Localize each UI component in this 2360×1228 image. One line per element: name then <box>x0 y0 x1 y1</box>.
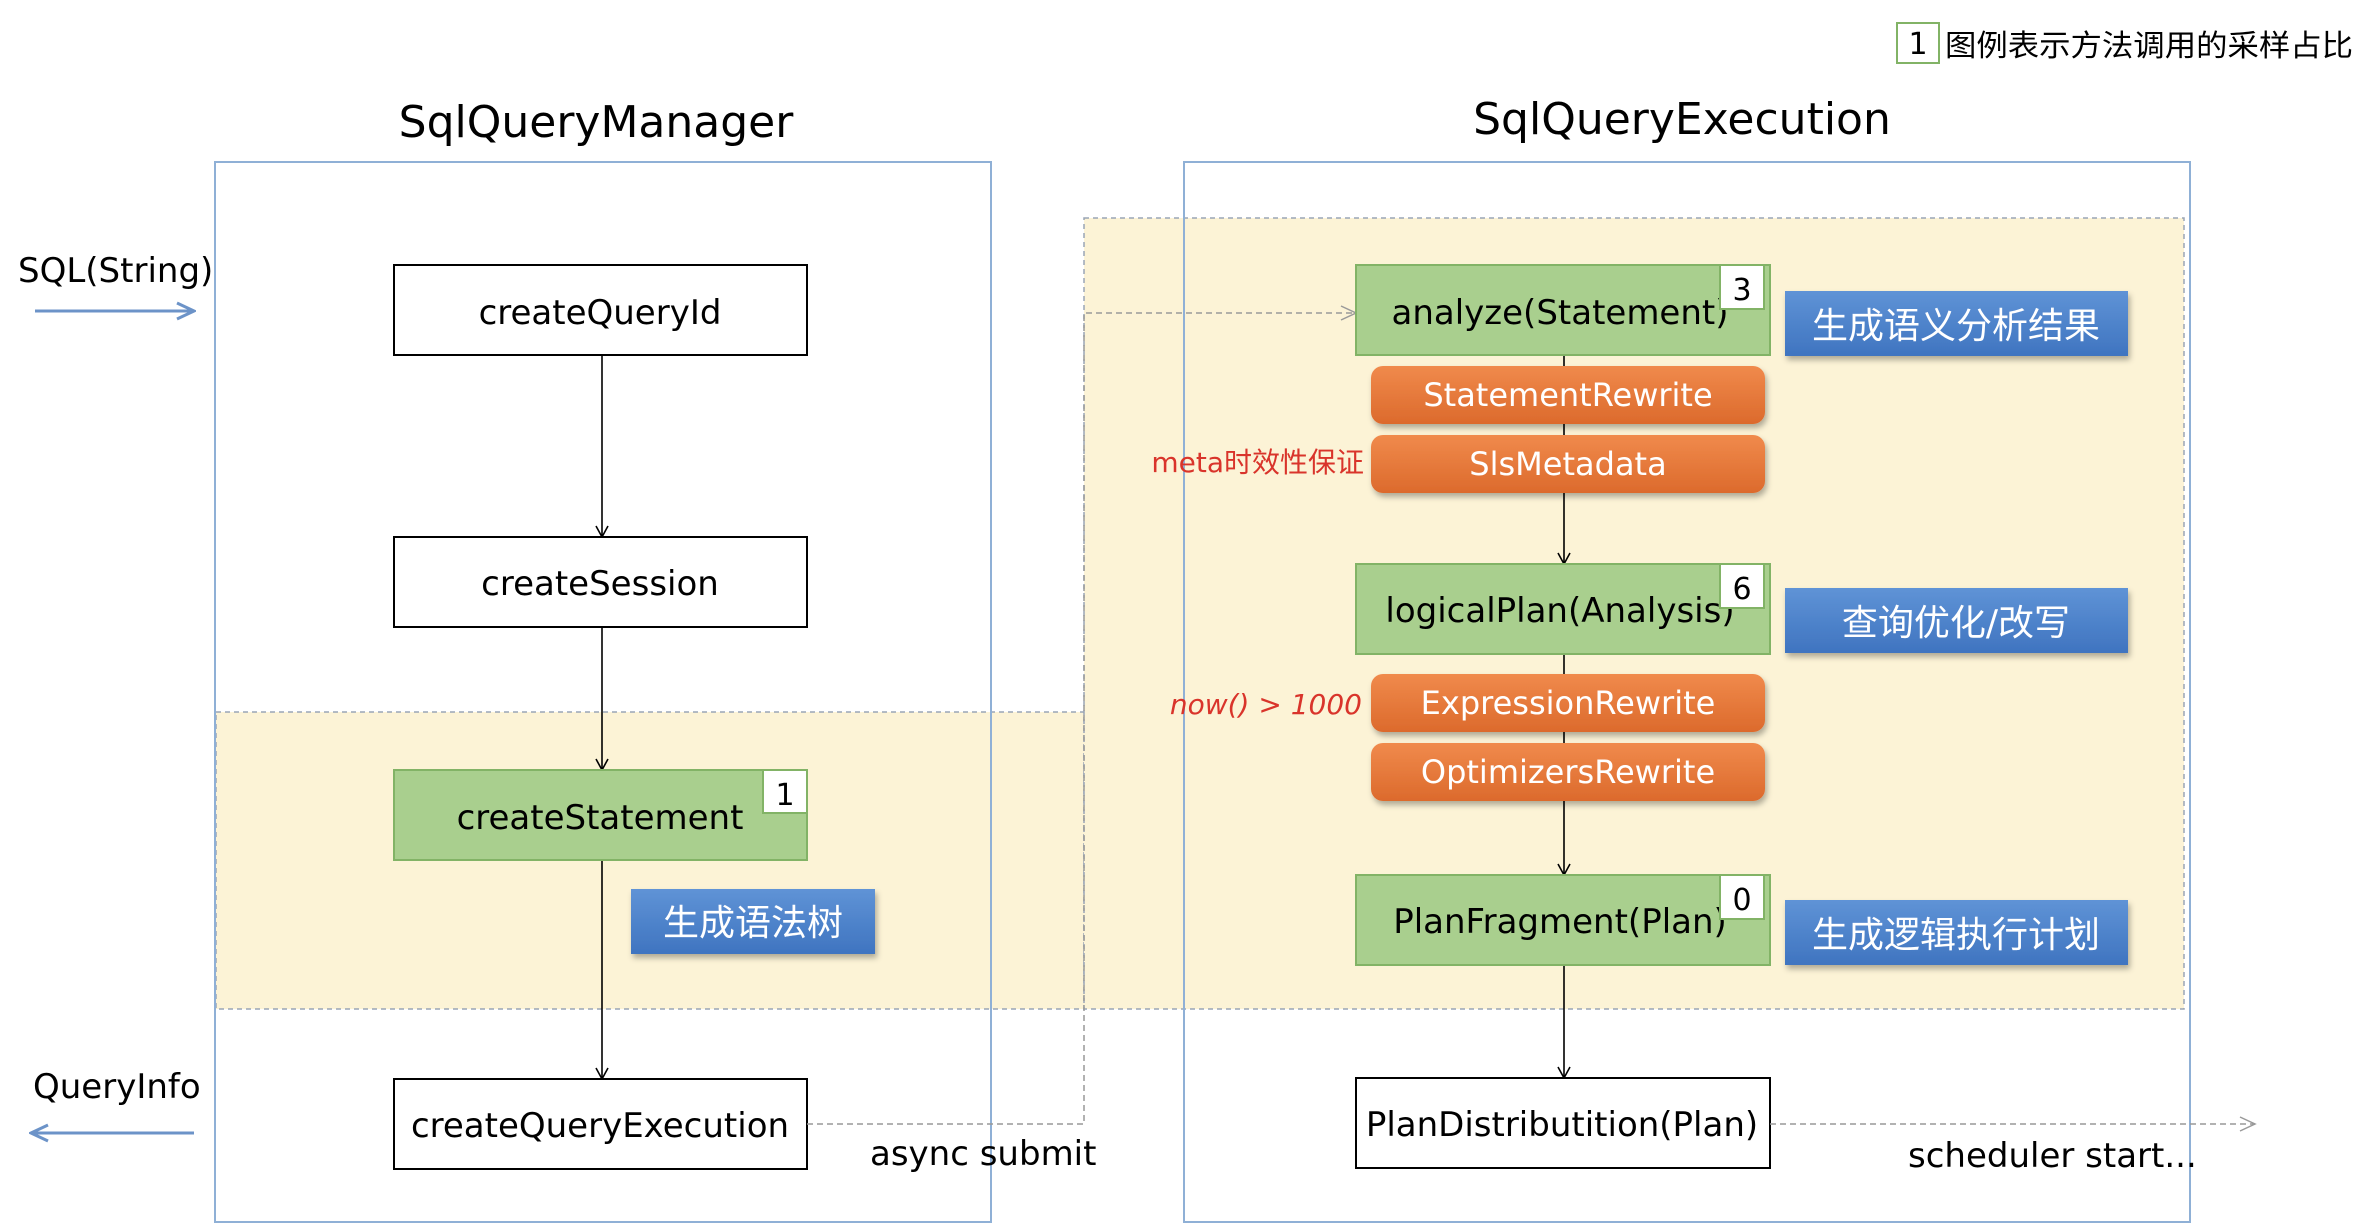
query-optimize-note <box>1785 588 2128 653</box>
plan-fragment-node <box>1355 874 1771 966</box>
sls-metadata-label: SlsMetadata <box>1469 445 1666 483</box>
query-optimize-note-text: 查询优化/改写 <box>1842 603 2070 644</box>
create-session-node <box>393 536 808 628</box>
manager-title: SqlQueryManager <box>399 97 795 148</box>
expression-rewrite-label: ExpressionRewrite <box>1421 684 1716 722</box>
analyze-label: analyze(Statement) <box>1392 293 1729 333</box>
plan-fragment-label: PlanFragment(Plan) <box>1393 902 1727 942</box>
expression-rewrite-node <box>1371 674 1765 732</box>
optimizers-rewrite-label: OptimizersRewrite <box>1421 753 1715 791</box>
create-query-execution-label: createQueryExecution <box>411 1106 789 1146</box>
statement-rewrite-label: StatementRewrite <box>1423 376 1712 414</box>
plan-fragment-badge <box>1719 874 1765 920</box>
execution-container <box>1183 161 2191 1223</box>
now-note: now() > 1000 <box>1170 688 1362 721</box>
syntax-tree-note <box>631 889 875 954</box>
create-statement-badge-number: 1 <box>775 778 794 813</box>
logical-plan-generation-note-text: 生成逻辑执行计划 <box>1812 915 2100 956</box>
sls-metadata-node <box>1371 435 1765 493</box>
analyze-badge <box>1719 264 1765 310</box>
logical-plan-badge-number: 6 <box>1732 572 1751 607</box>
legend-badge <box>1896 22 1940 64</box>
plan-fragment-badge-number: 0 <box>1732 883 1751 918</box>
logical-plan-generation-note <box>1785 900 2128 965</box>
query-info-label: QueryInfo <box>33 1067 201 1107</box>
create-statement-badge <box>762 769 808 814</box>
meta-timeliness-note: meta时效性保证 <box>1151 446 1364 479</box>
logical-plan-node <box>1355 563 1771 655</box>
legend-text: 图例表示方法调用的采样占比 <box>1945 29 2353 64</box>
semantic-analysis-note <box>1785 291 2128 356</box>
legend-badge-number: 1 <box>1908 27 1927 62</box>
statement-rewrite-node <box>1371 366 1765 424</box>
create-query-id-node <box>393 264 808 356</box>
async-submit-label: async submit <box>870 1134 1096 1174</box>
async-submit-connector <box>807 305 1358 1125</box>
logical-plan-label: logicalPlan(Analysis) <box>1385 591 1734 631</box>
manager-container <box>214 161 992 1223</box>
create-query-execution-node <box>393 1078 808 1170</box>
scheduler-label: scheduler start... <box>1908 1136 2197 1176</box>
create-statement-label: createStatement <box>457 798 744 838</box>
create-session-label: createSession <box>481 564 719 604</box>
optimizers-rewrite-node <box>1371 743 1765 801</box>
semantic-analysis-note-text: 生成语义分析结果 <box>1812 306 2100 347</box>
plan-distribution-node <box>1355 1077 1771 1169</box>
logical-plan-badge <box>1719 563 1765 609</box>
analyze-badge-number: 3 <box>1732 273 1751 308</box>
analyze-node <box>1355 264 1771 356</box>
create-query-id-label: createQueryId <box>479 293 722 333</box>
plan-distribution-label: PlanDistributition(Plan) <box>1366 1105 1758 1145</box>
syntax-tree-note-text: 生成语法树 <box>663 903 843 944</box>
create-statement-node <box>393 769 808 861</box>
execution-title: SqlQueryExecution <box>1473 94 1891 145</box>
sql-input-label: SQL(String) <box>18 251 213 291</box>
